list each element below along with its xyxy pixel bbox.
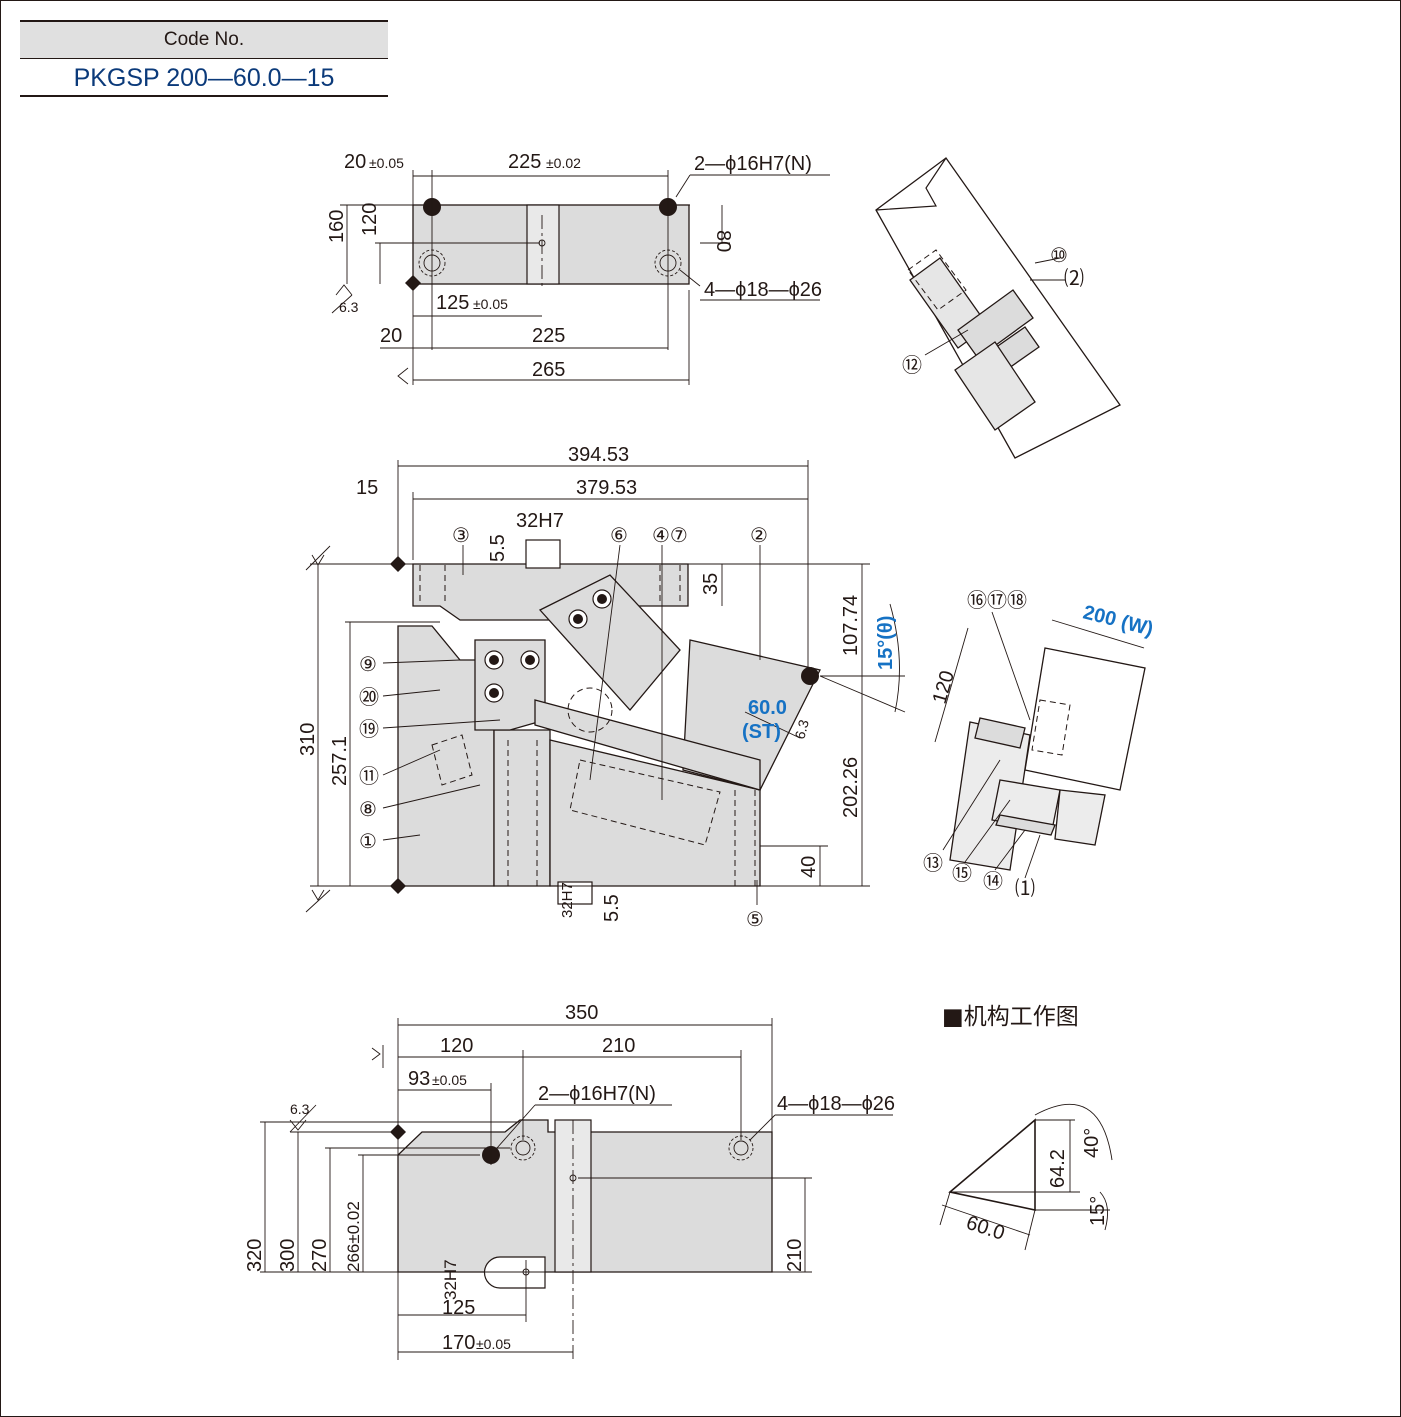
dim-text: 15 bbox=[356, 477, 378, 499]
dim-text: 2—ϕ16H7(N) bbox=[694, 153, 812, 175]
callout-1: ① bbox=[359, 831, 377, 853]
roughness-symbol: 6.3 bbox=[339, 299, 359, 315]
dim-text: 170 bbox=[442, 1332, 475, 1354]
detail-mid: 200 (W) 120 ⑯⑰⑱ ⑬ ⑮ ⑭ ⑴ bbox=[923, 589, 1155, 900]
dim-text: 80 bbox=[712, 230, 734, 252]
dim-text: 35 bbox=[700, 573, 722, 595]
callout-19: ⑲ bbox=[359, 718, 379, 741]
mechanism-title: ■机构工作图 bbox=[942, 1004, 1079, 1030]
dim-text: 40° bbox=[1081, 1128, 1103, 1158]
callout-2: ② bbox=[750, 525, 768, 547]
dim-tolerance: ±0.05 bbox=[473, 296, 508, 312]
dim-text: 120 bbox=[440, 1035, 473, 1057]
dim-text: 64.2 bbox=[1047, 1149, 1069, 1188]
mechanism-triangle bbox=[948, 1118, 1036, 1211]
dim-text: 394.53 bbox=[568, 444, 629, 466]
angle-label: 15°(θ) bbox=[875, 616, 897, 670]
callout-6: ⑥ bbox=[610, 525, 628, 547]
code-header: Code No. bbox=[20, 20, 388, 59]
callout-11: ⑪ bbox=[359, 765, 379, 788]
dim-text: 265 bbox=[532, 359, 565, 381]
dim-text: 32H7 bbox=[441, 1259, 460, 1300]
bottom-view: 350 120 210 93 ±0.05 2—ϕ16H7(N) 4—ϕ18—ϕ2… bbox=[244, 1002, 895, 1360]
stroke-label: 60.0 bbox=[748, 697, 787, 719]
callout-8: ⑧ bbox=[359, 799, 377, 821]
cam-driver bbox=[538, 574, 681, 711]
callout-15: ⑮ bbox=[952, 862, 972, 885]
dim-text: 125 bbox=[436, 292, 469, 314]
dim-text: 257.1 bbox=[329, 736, 351, 786]
dim-text: 266±0.02 bbox=[344, 1201, 363, 1272]
dim-text: 202.26 bbox=[840, 757, 862, 818]
callout-4-7: ④⑦ bbox=[652, 525, 688, 547]
dim-text: 210 bbox=[784, 1239, 806, 1272]
callout-12: ⑫ bbox=[902, 354, 922, 377]
dim-text: 20 bbox=[344, 151, 366, 173]
dim-text: 20 bbox=[380, 325, 402, 347]
dim-text: 125 bbox=[442, 1297, 475, 1319]
dim-text: 93 bbox=[408, 1068, 430, 1090]
front-view: 394.53 15 379.53 32H7 5.5 35 107.74 310 … bbox=[297, 444, 906, 931]
dim-text: 107.74 bbox=[840, 595, 862, 656]
callout-3: ③ bbox=[452, 525, 470, 547]
guide-post bbox=[493, 729, 551, 887]
dim-text: 120 bbox=[929, 668, 959, 706]
dim-text: 120 bbox=[359, 203, 381, 236]
dim-text: 60.0 bbox=[963, 1212, 1007, 1245]
width-sub-label: (W) bbox=[1119, 612, 1156, 641]
dim-text: 379.53 bbox=[576, 477, 637, 499]
dim-text: 32H7 bbox=[516, 510, 564, 532]
callout-14: ⑭ bbox=[983, 870, 1003, 893]
mechanism-diagram: ■机构工作图 64.2 40° 15° 60.0 bbox=[939, 1004, 1113, 1251]
detail-top: ⑩ ⑵ ⑫ bbox=[875, 157, 1121, 459]
dim-text: 40 bbox=[798, 856, 820, 878]
top-view: 20 ±0.05 225 ±0.02 2—ϕ16H7(N) 160 120 80… bbox=[326, 151, 830, 385]
dim-text: 2—ϕ16H7(N) bbox=[538, 1083, 656, 1105]
dim-tolerance: ±0.02 bbox=[546, 155, 581, 171]
dim-text: 310 bbox=[297, 723, 319, 756]
callout-10: ⑩ bbox=[1050, 245, 1068, 267]
dim-text: 160 bbox=[326, 210, 348, 243]
callout-13: ⑬ bbox=[923, 852, 943, 875]
callout-21: ⑴ bbox=[1015, 877, 1035, 900]
dim-text: 210 bbox=[602, 1035, 635, 1057]
dim-text: 15° bbox=[1087, 1196, 1109, 1226]
callout-9: ⑨ bbox=[359, 654, 377, 676]
callout-22: ⑵ bbox=[1064, 267, 1084, 290]
dim-text: 4—ϕ18—ϕ26 bbox=[777, 1093, 895, 1115]
dim-tolerance: ±0.05 bbox=[432, 1072, 467, 1088]
dim-text: 4—ϕ18—ϕ26 bbox=[704, 279, 822, 301]
dim-tolerance: ±0.05 bbox=[476, 1336, 511, 1352]
dim-text: 320 bbox=[244, 1239, 266, 1272]
stroke-sub-label: (ST) bbox=[742, 721, 781, 743]
dim-text: 270 bbox=[309, 1239, 331, 1272]
callout-5: ⑤ bbox=[746, 909, 764, 931]
dim-text: 32H7 bbox=[559, 882, 576, 918]
dim-text: 5.5 bbox=[487, 534, 509, 562]
dim-text: 350 bbox=[565, 1002, 598, 1024]
datum-icon bbox=[801, 667, 819, 685]
dim-text: 225 bbox=[508, 151, 541, 173]
top-view-key-slot bbox=[526, 204, 560, 285]
dim-tolerance: ±0.05 bbox=[369, 155, 404, 171]
dim-text: 225 bbox=[532, 325, 565, 347]
callout-16-17-18: ⑯⑰⑱ bbox=[967, 589, 1027, 612]
roughness-symbol: 6.3 bbox=[290, 1101, 310, 1117]
roughness-symbol: 6.3 bbox=[791, 718, 812, 741]
dim-text: 300 bbox=[277, 1239, 299, 1272]
wear-plate bbox=[534, 699, 761, 791]
dim-text: 5.5 bbox=[601, 894, 623, 922]
callout-20: ⑳ bbox=[359, 686, 379, 709]
code-number-box: Code No. PKGSP 200—60.0—15 bbox=[20, 20, 388, 97]
width-label: 200 bbox=[1081, 602, 1119, 631]
code-value: PKGSP 200—60.0—15 bbox=[20, 59, 388, 97]
